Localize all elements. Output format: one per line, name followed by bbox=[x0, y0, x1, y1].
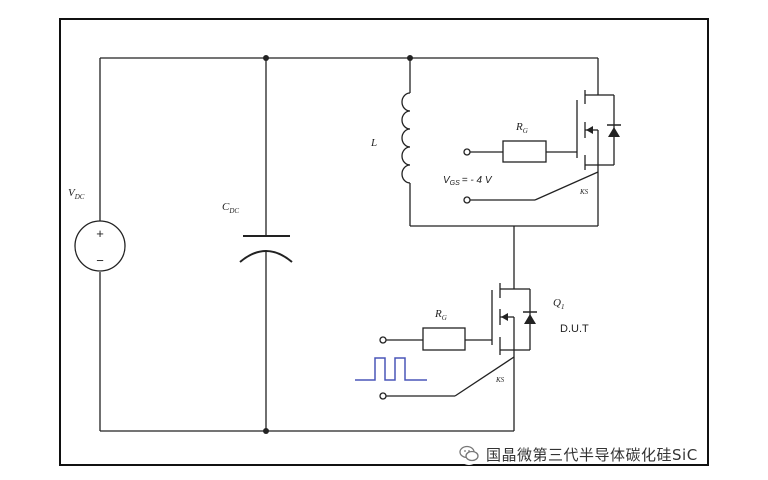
rg-label-bottom: RG bbox=[434, 308, 447, 322]
watermark-text: 国晶微第三代半导体碳化硅SiC bbox=[486, 445, 698, 464]
diagram-border bbox=[59, 18, 709, 466]
mosfet-arrow-top bbox=[586, 126, 593, 134]
mosfet-arrow-dut bbox=[501, 313, 508, 321]
gate-pulse-waveform bbox=[355, 357, 427, 381]
gate-terminal-top bbox=[463, 148, 471, 156]
q1-label: Q1 bbox=[553, 297, 564, 311]
node-top-inductor bbox=[407, 55, 413, 61]
wechat-icon bbox=[458, 443, 480, 465]
ks-label-bottom: KS bbox=[495, 376, 505, 384]
ks-terminal-top bbox=[463, 196, 471, 204]
gate-resistor-top bbox=[502, 140, 547, 163]
dc-source bbox=[74, 220, 126, 272]
ks-terminal-bottom bbox=[379, 392, 387, 400]
gate-terminal-bottom bbox=[379, 336, 387, 344]
gate-resistor-bottom bbox=[422, 327, 466, 351]
vgs-label: VGS= - 4 V bbox=[443, 175, 493, 187]
source-minus-sign: − bbox=[96, 253, 104, 268]
body-diode-top bbox=[608, 127, 620, 137]
rg-label-top: RG bbox=[515, 121, 528, 135]
source-plus-sign: + bbox=[96, 226, 104, 241]
node-bottom-cap bbox=[263, 428, 269, 434]
body-diode-dut bbox=[524, 314, 536, 324]
capacitor-plate-bottom bbox=[239, 250, 293, 263]
watermark: 国晶微第三代半导体碳化硅SiC bbox=[458, 443, 698, 465]
dut-label: D.U.T bbox=[560, 323, 589, 335]
vdc-label: VDC bbox=[68, 187, 85, 201]
cdc-label: CDC bbox=[222, 201, 239, 215]
inductor-coil bbox=[401, 92, 411, 184]
ks-label-top: KS bbox=[579, 188, 589, 196]
node-top-cap bbox=[263, 55, 269, 61]
inductor-label: L bbox=[370, 137, 377, 149]
